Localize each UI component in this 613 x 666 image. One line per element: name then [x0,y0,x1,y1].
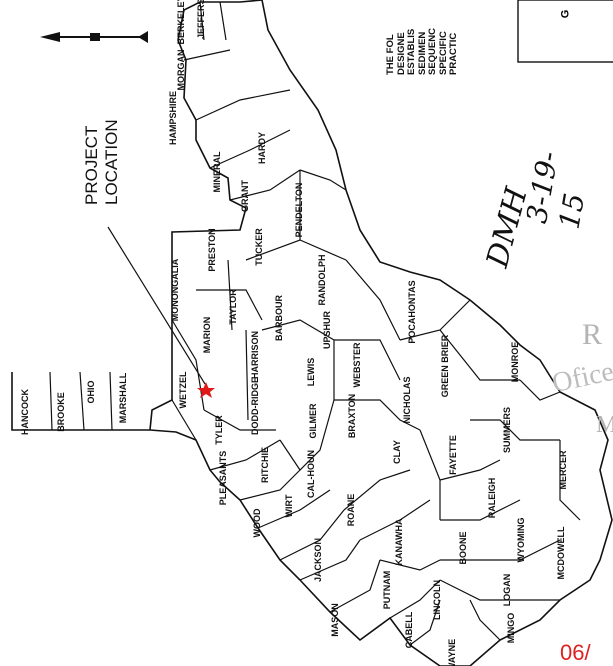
legend-box [517,0,613,63]
county-label: MINERAL [212,151,222,192]
county-label: TUCKER [254,228,264,266]
leader-line [107,226,206,385]
county-label: WEBSTER [352,342,362,388]
county-label: MINGO [506,613,516,644]
county-label: JEFFERSON [196,0,206,39]
county-label: MARION [202,317,212,354]
note-line: ESTABLIS [406,28,417,75]
county-label: PRESTON [207,228,217,271]
county-label: PENDELTON [294,183,304,238]
county-label: TYLER [214,415,224,445]
stamp-letter-1: R [582,318,603,351]
county-label: BROOKE [56,392,66,432]
county-label: GILMER [308,403,318,438]
project-location-label: PROJECT LOCATION [82,75,122,205]
county-label: BERKELEY [176,0,186,45]
bottom-date: 06/ [560,640,591,665]
county-label: DODD-RIDGE [250,377,260,435]
county-label: PLEASANTS [218,451,228,506]
county-label: ROANE [346,494,356,527]
county-label: GRANT [240,180,250,212]
note-line: SEQUENC [427,28,438,75]
county-label: RANDOLPH [317,255,327,306]
county-label: WETZEL [178,371,188,408]
county-label: MONROE [510,342,520,383]
county-label: LOGAN [502,574,512,607]
county-label: LEWIS [306,358,316,387]
note-line: THE FOL [385,34,396,75]
county-label: JACKSON [313,538,323,582]
county-label: MERCER [558,450,568,490]
county-label: HAMPSHIRE [168,91,178,145]
county-label: MORGAN [176,50,186,91]
county-label: CLAY [392,440,402,464]
county-label: HARRISON [250,331,260,379]
county-label: UPSHUR [322,311,332,350]
county-label: MARSHALL [118,372,128,423]
county-label: RALEIGH [487,478,497,519]
county-label: KANAWHA [394,518,404,565]
county-boundaries [49,1,581,646]
county-label: RITCHIE [260,447,270,483]
county-label: FAYETTE [448,435,458,475]
county-label: SUMMERS [502,407,512,453]
county-label: PUTNAM [382,571,392,610]
county-label: MONONGALIA [170,258,180,321]
county-label: WYOMING [516,518,526,563]
project-title-line2: LOCATION [102,119,121,205]
county-label: TAYLOR [228,289,238,325]
legend-box-letter: G [559,9,572,19]
county-label: NICHOLAS [402,377,412,424]
stamp-letter-3: M [596,412,613,438]
county-label: CABELL [404,611,414,648]
county-label: LINCOLN [432,580,442,620]
project-title-line1: PROJECT [82,125,101,205]
note-line: PRACTIC [448,32,459,75]
county-label: HANCOCK [20,389,30,435]
county-label: WOOD [252,508,262,537]
county-label: OHIO [86,380,96,403]
county-label: BRAXTON [347,394,357,438]
project-location-marker [197,382,215,398]
county-label: CAL-HOUN [306,450,316,498]
county-label: MASON [330,603,340,637]
county-label: GREEN BRIER [440,334,450,397]
county-label: HARDY [257,132,267,164]
north-arrow-icon [40,31,148,43]
county-label: WIRT [284,494,294,517]
county-label: POCAHONTAS [407,280,417,343]
county-label: WAYNE [447,639,457,666]
county-label: BARBOUR [274,295,284,341]
county-label: BOONE [458,531,468,564]
county-label: MCDOWELL [556,526,566,579]
county-labels: HANCOCK BROOKE OHIO MARSHALL WETZEL MONONGALI… [20,0,568,666]
